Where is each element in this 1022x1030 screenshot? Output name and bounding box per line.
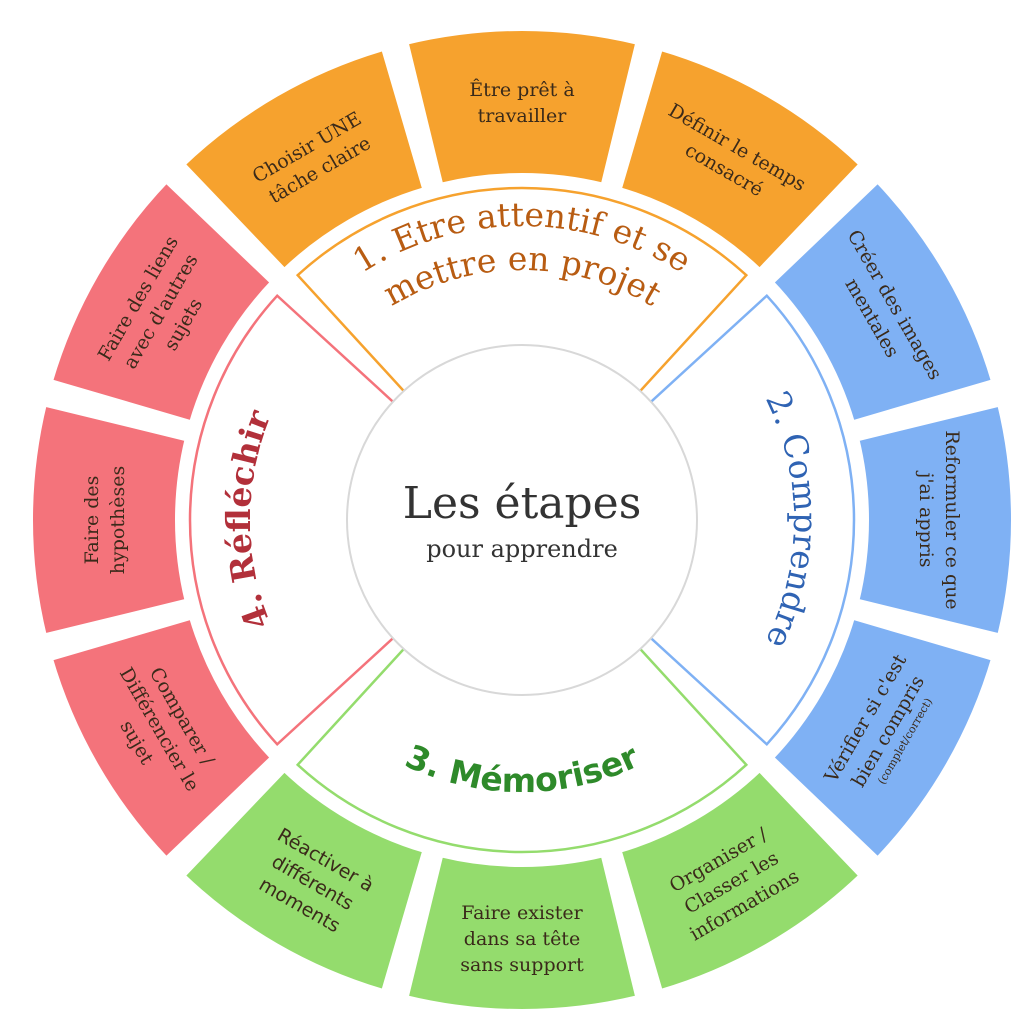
- outer-segment-label: Reformuler ce quej'ai appris: [915, 430, 963, 609]
- phase-memoriser: 3. Mémoriser: [295, 645, 749, 854]
- outer-segment-shape: [767, 613, 998, 863]
- phase-reflechir: 4. Réfléchir: [188, 293, 397, 747]
- outer-segment-etre-attentif-et-se-1: Choisir UNEtâche claire: [179, 44, 429, 275]
- outer-segment-label: Faire exister dans sa tête sans support: [460, 902, 584, 976]
- outer-segment-reflechir-3: Faire des liensavec d'autressujets: [46, 177, 277, 427]
- outer-segment-label: Être prêt à travailler: [469, 78, 574, 127]
- outer-segment-label-line: dans sa tête: [464, 928, 580, 950]
- center-subtitle: pour apprendre: [426, 535, 618, 563]
- outer-segment-label-line: travailler: [478, 105, 568, 127]
- outer-ring: Choisir UNEtâche claire Être prêt à travai…: [27, 25, 1017, 1015]
- outer-segment-shape: [46, 177, 277, 427]
- outer-segment-label-line: j'ai appris: [915, 470, 937, 567]
- outer-segment-label-line: Être prêt à: [469, 78, 574, 101]
- outer-segment-etre-attentif-et-se-3: Définir le tempsconsacré: [615, 44, 865, 275]
- outer-segment-shape: [402, 25, 642, 189]
- outer-segment-shape: [615, 44, 865, 275]
- outer-segment-shape: [27, 400, 191, 640]
- outer-segment-shape: [853, 400, 1017, 640]
- outer-segment-shape: [179, 765, 429, 996]
- outer-segment-label-line: Faire des: [81, 476, 103, 565]
- outer-segment-comprendre-1: Créer des imagesmentales: [767, 177, 998, 427]
- outer-segment-label-line: hypothèses: [107, 466, 129, 574]
- outer-segment-memoriser-1: Organiser /Classer lesinformations: [615, 765, 865, 996]
- outer-segment-etre-attentif-et-se-2: Être prêt à travailler: [402, 25, 642, 189]
- outer-segment-label-line: Faire exister: [461, 902, 583, 924]
- outer-segment-comprendre-2: Reformuler ce quej'ai appris: [853, 400, 1017, 640]
- outer-segment-label-line: Reformuler ce que: [941, 430, 963, 609]
- outer-segment-memoriser-2: Faire exister dans sa tête sans support: [402, 851, 642, 1015]
- outer-segment-reflechir-1: Comparer /Différencier lesujet: [46, 613, 277, 863]
- outer-segment-shape: [46, 613, 277, 863]
- outer-segment-comprendre-3: Vérifier si c'estbien compris(complet/co…: [767, 613, 998, 863]
- outer-segment-shape: [615, 765, 865, 996]
- outer-segment-shape: [179, 44, 429, 275]
- outer-segment-shape: [767, 177, 998, 427]
- phase-comprendre: 2. Comprendre: [647, 293, 856, 747]
- center-circle: [346, 344, 698, 696]
- center-title: Les étapes: [403, 478, 642, 529]
- outer-segment-memoriser-3: Réactiver àdifférentsmoments: [179, 765, 429, 996]
- outer-segment-label-line: sans support: [460, 954, 584, 976]
- outer-segment-shape: [402, 851, 642, 1015]
